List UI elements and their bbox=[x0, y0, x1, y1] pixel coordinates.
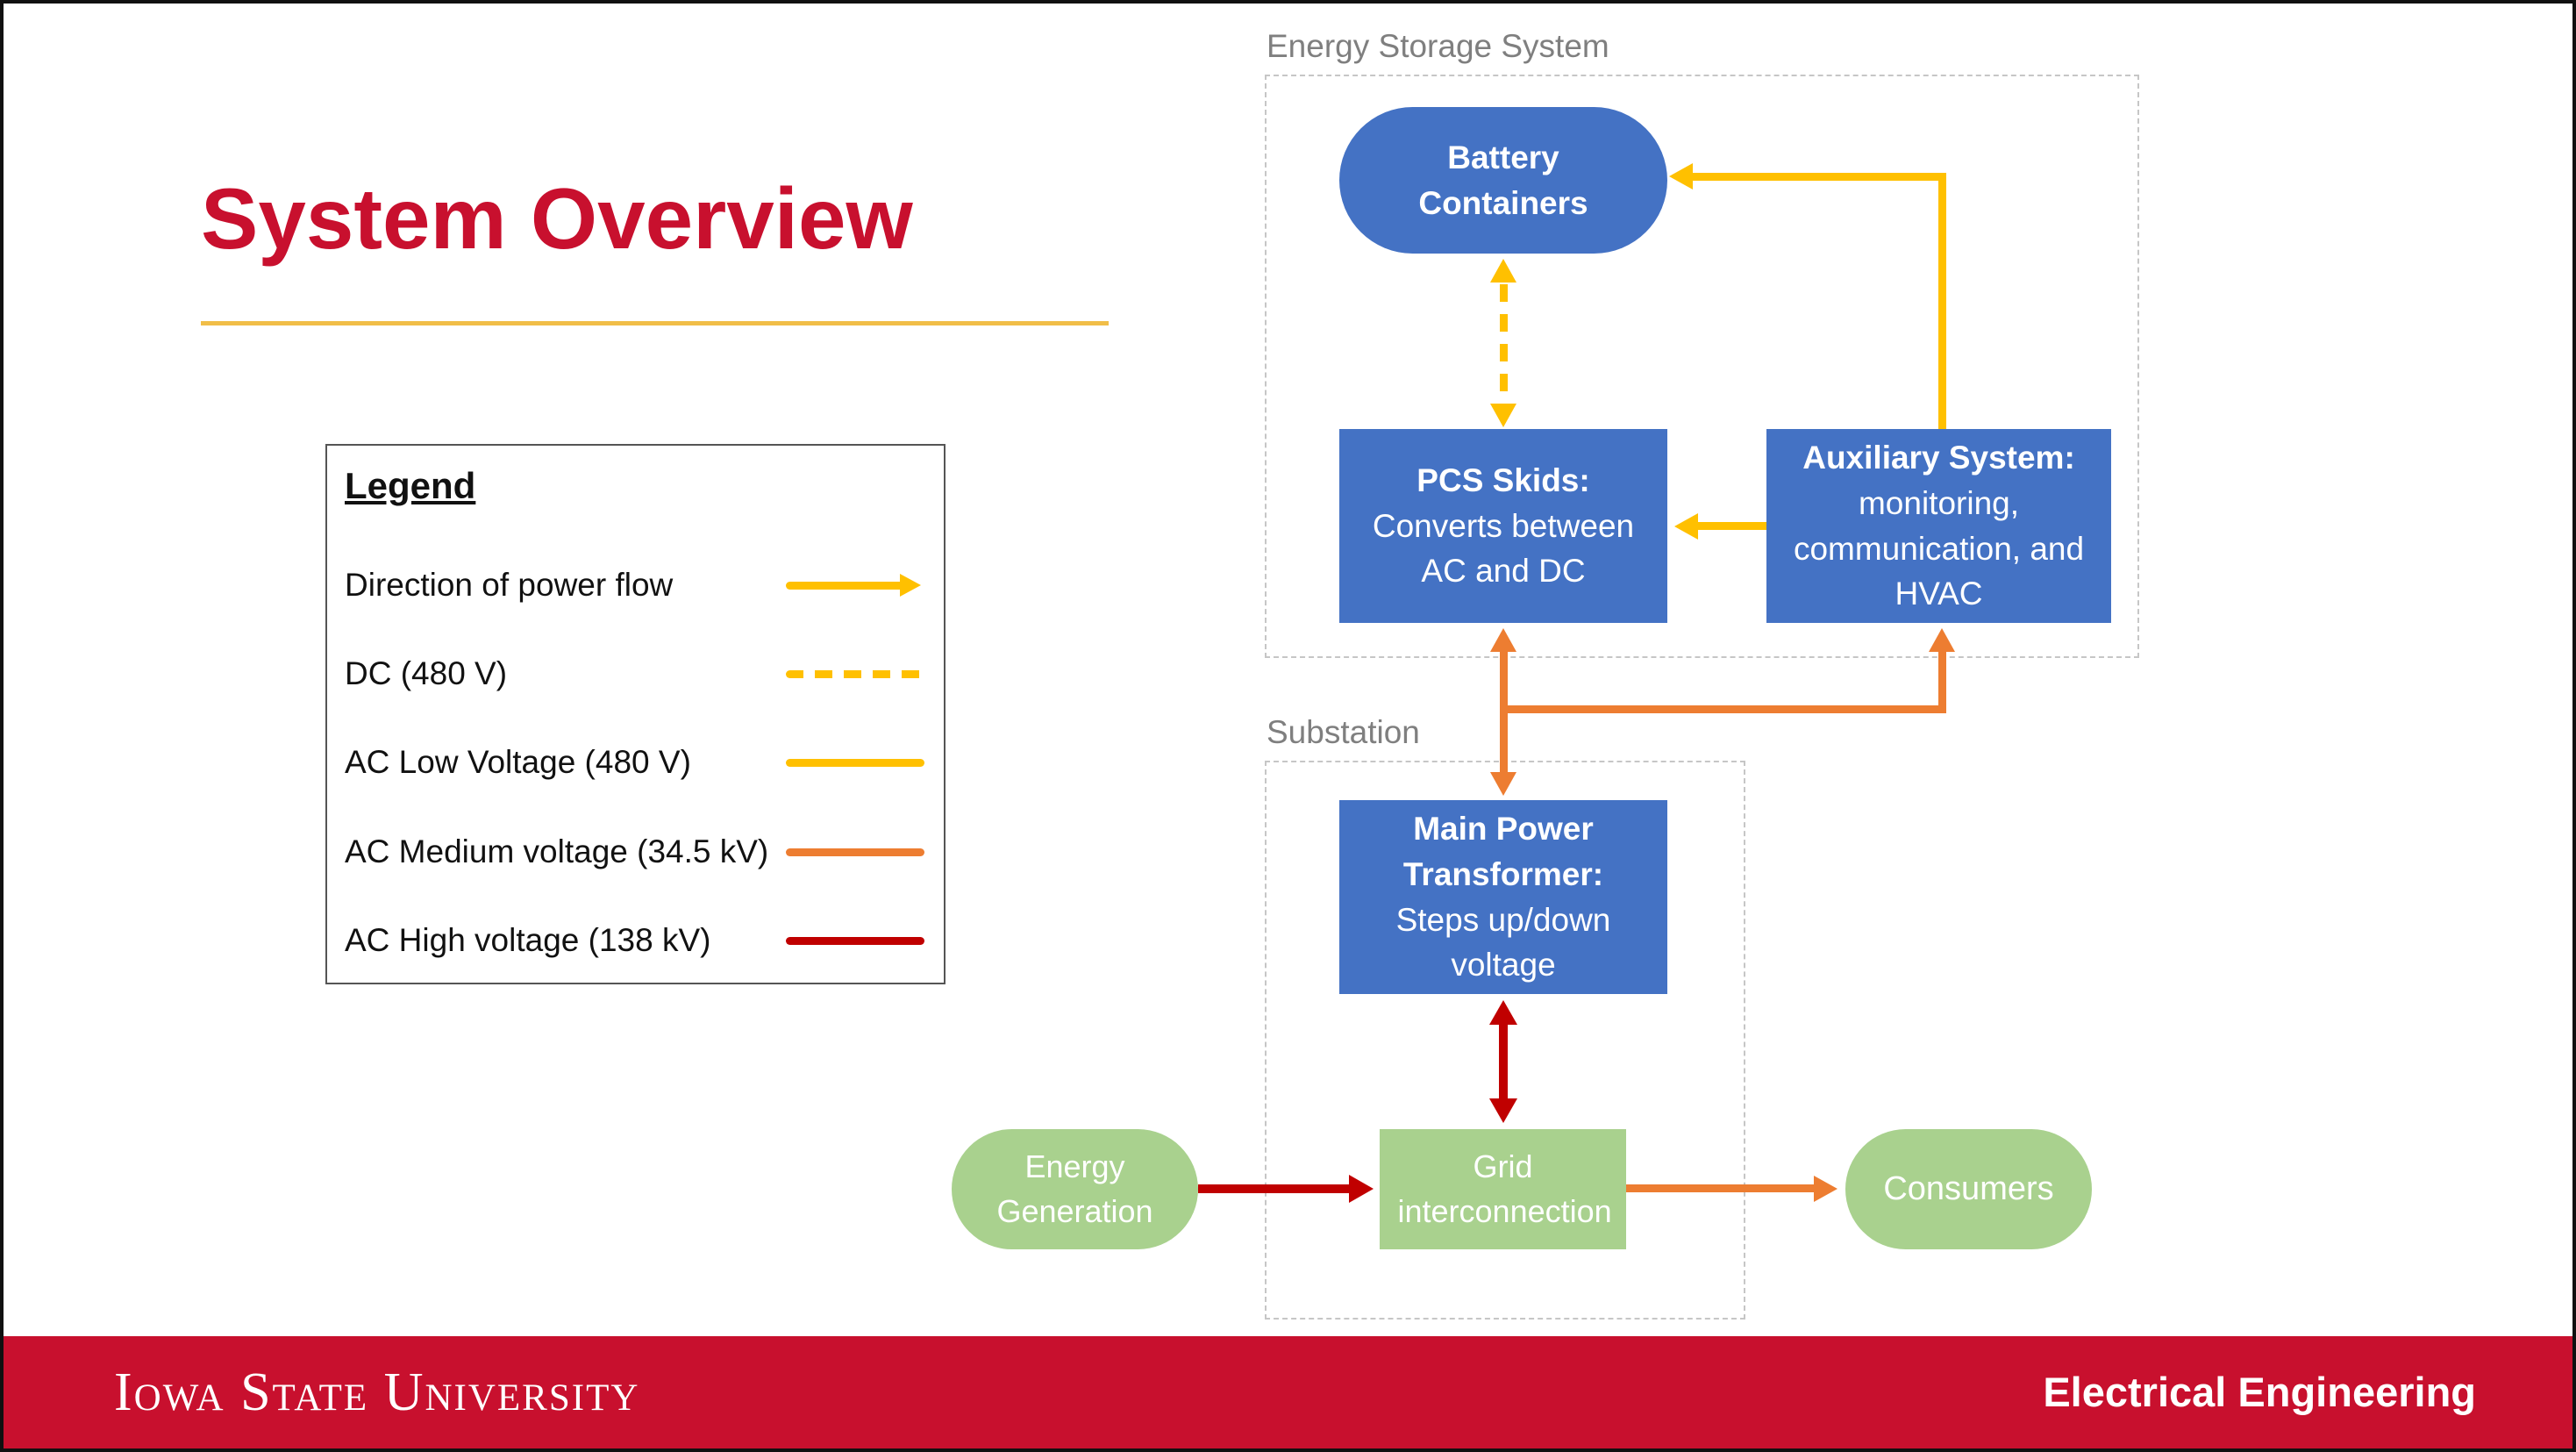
page-title: System Overview bbox=[201, 170, 913, 267]
node-battery-containers: Battery Containers bbox=[1339, 107, 1667, 254]
arrow-pcs-transformer-down-head-icon bbox=[1490, 772, 1516, 796]
arrow-dc-up-head-icon bbox=[1490, 259, 1516, 283]
arrow-line bbox=[786, 581, 900, 590]
arrow-transformer-grid-down-head-icon bbox=[1489, 1098, 1517, 1123]
legend-item-ac-medium: AC Medium voltage (34.5 kV) bbox=[345, 829, 944, 875]
node-title: Consumers bbox=[1883, 1169, 2054, 1207]
node-title: PCS Skids: bbox=[1416, 461, 1590, 498]
legend-item-label: DC (480 V) bbox=[345, 655, 508, 691]
arrow-grid-to-consumers-head-icon bbox=[1814, 1176, 1837, 1202]
legend-item-label: AC High voltage (138 kV) bbox=[345, 922, 711, 958]
arrow-aux-feed-vline bbox=[1938, 651, 1946, 713]
arrow-aux-to-pcs-line bbox=[1697, 522, 1766, 530]
solid-line bbox=[786, 848, 924, 856]
node-title: Energy Generation bbox=[996, 1148, 1153, 1229]
node-auxiliary-system: Auxiliary System: monitoring, communicat… bbox=[1766, 429, 2111, 623]
node-title: Auxiliary System: bbox=[1802, 439, 2075, 476]
group-label-substation: Substation bbox=[1267, 714, 1420, 750]
legend-item-dc: DC (480 V) bbox=[345, 651, 944, 697]
solid-line bbox=[786, 758, 924, 767]
group-frame-energy-storage-system bbox=[1265, 75, 2139, 658]
legend-swatch-orange-line bbox=[786, 829, 924, 875]
node-desc: Steps up/down voltage bbox=[1395, 901, 1611, 983]
dashed-line bbox=[786, 669, 924, 678]
arrow-generation-to-grid-line bbox=[1198, 1184, 1349, 1193]
legend-item-label: AC Medium voltage (34.5 kV) bbox=[345, 833, 769, 869]
arrow-pcs-transformer-up-head-icon bbox=[1490, 628, 1516, 652]
legend-swatch-red-line bbox=[786, 918, 924, 963]
legend-item-ac-low: AC Low Voltage (480 V) bbox=[345, 740, 944, 785]
node-desc: Converts between AC and DC bbox=[1372, 507, 1635, 590]
legend-item-label: AC Low Voltage (480 V) bbox=[345, 744, 691, 780]
legend-swatch-gold-line bbox=[786, 740, 924, 785]
arrow-aux-to-battery-hline bbox=[1690, 173, 1946, 181]
arrow-dc-dashed-line bbox=[1500, 284, 1508, 402]
arrow-grid-to-consumers-line bbox=[1626, 1184, 1814, 1192]
slide-canvas: System Overview Legend Direction of powe… bbox=[4, 4, 2572, 1448]
legend-item-power-flow: Direction of power flow bbox=[345, 562, 944, 608]
arrow-generation-to-grid-head-icon bbox=[1349, 1175, 1374, 1203]
legend-box: Legend Direction of power flow DC (480 V… bbox=[325, 444, 945, 984]
legend-swatch-arrow bbox=[786, 562, 924, 608]
arrow-aux-to-battery-head-icon bbox=[1669, 163, 1693, 190]
footer-bar: Iowa State University Electrical Enginee… bbox=[4, 1336, 2572, 1448]
node-title: Battery Containers bbox=[1418, 139, 1588, 221]
node-title: Grid interconnection bbox=[1397, 1148, 1612, 1229]
solid-line bbox=[786, 936, 924, 945]
node-grid-interconnection: Grid interconnection bbox=[1380, 1129, 1626, 1249]
legend-item-label: Direction of power flow bbox=[345, 567, 674, 603]
node-title: Main Power Transformer: bbox=[1402, 810, 1604, 892]
arrow-head-icon bbox=[900, 574, 921, 597]
legend-item-ac-high: AC High voltage (138 kV) bbox=[345, 918, 944, 963]
arrow-aux-feed-head-icon bbox=[1929, 628, 1955, 652]
arrow-transformer-grid-vline bbox=[1499, 1024, 1508, 1099]
legend-swatch-dashed-line bbox=[786, 651, 924, 697]
arrow-dc-down-head-icon bbox=[1490, 404, 1516, 427]
legend-title: Legend bbox=[345, 465, 476, 506]
node-consumers: Consumers bbox=[1845, 1129, 2092, 1249]
arrow-aux-to-battery-vline bbox=[1938, 173, 1946, 429]
node-pcs-skids: PCS Skids: Converts between AC and DC bbox=[1339, 429, 1667, 623]
arrow-aux-feed-hline bbox=[1500, 705, 1946, 713]
node-main-power-transformer: Main Power Transformer: Steps up/down vo… bbox=[1339, 800, 1667, 994]
node-desc: monitoring, communication, and HVAC bbox=[1793, 484, 2085, 612]
node-energy-generation: Energy Generation bbox=[952, 1129, 1198, 1249]
department-label: Electrical Engineering bbox=[2043, 1369, 2476, 1415]
group-label-energy-storage-system: Energy Storage System bbox=[1267, 28, 1609, 64]
arrow-aux-to-pcs-head-icon bbox=[1674, 513, 1698, 540]
university-wordmark: Iowa State University bbox=[114, 1363, 640, 1422]
arrow-transformer-grid-up-head-icon bbox=[1489, 1000, 1517, 1025]
title-divider bbox=[201, 321, 1109, 325]
